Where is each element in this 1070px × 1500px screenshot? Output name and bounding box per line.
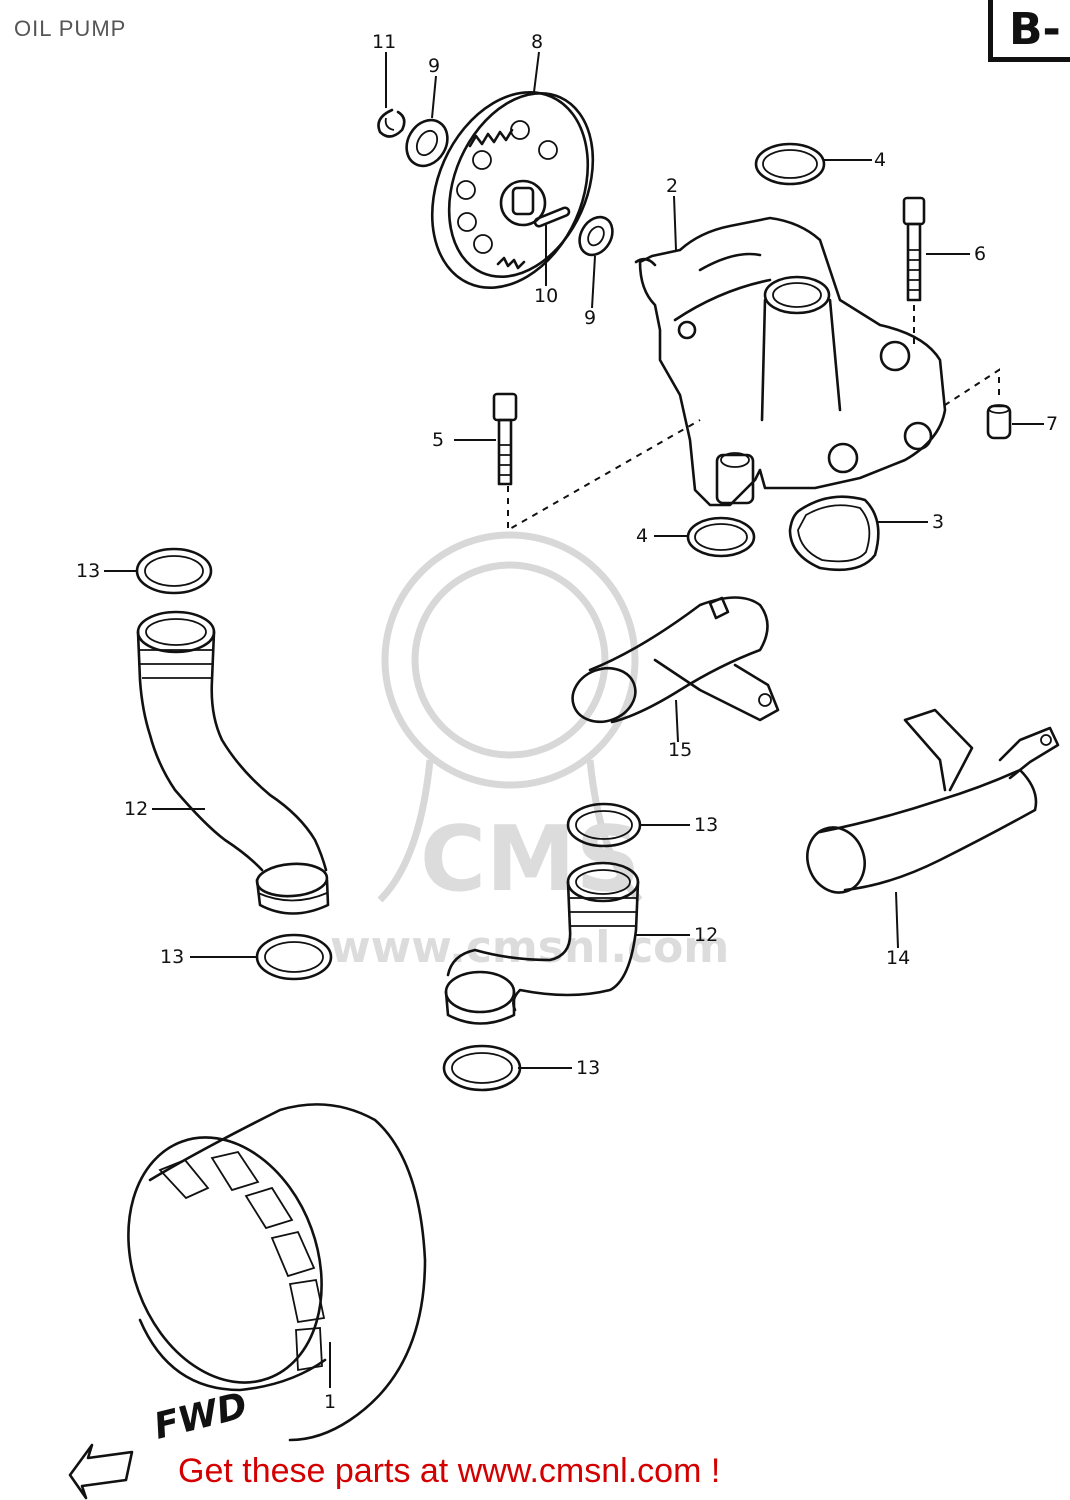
callout-10: 10 [534, 285, 558, 307]
callout-5: 5 [432, 429, 444, 451]
callout-13-a: 13 [76, 560, 100, 582]
oil-pump-gear-part [430, 91, 595, 289]
gasket-part [788, 495, 880, 572]
washer-lower-part [578, 215, 614, 257]
dowel-part [944, 368, 1012, 440]
section-code: B- [1009, 4, 1061, 55]
o-ring-bottom-part [442, 1044, 522, 1092]
oil-hose-centre-part [444, 861, 640, 1025]
circlip-part [377, 108, 406, 138]
oil-pipe-14-part [806, 708, 1060, 894]
bolt-pump-part [902, 196, 926, 345]
callout-8: 8 [531, 31, 543, 53]
o-ring-left-lower-part [255, 933, 333, 981]
watermark-url: www.cmsnl.com [330, 922, 729, 973]
callout-leaders [104, 51, 1044, 1388]
callout-9-upper: 9 [428, 55, 440, 77]
o-ring-upper-part [754, 142, 826, 186]
oil-filter-part [127, 1103, 427, 1442]
callout-4-lower: 4 [636, 525, 648, 547]
callout-13-c: 13 [160, 946, 184, 968]
callout-9-lower: 9 [584, 307, 596, 329]
oil-pipe-15-part [571, 596, 780, 724]
callout-1: 1 [324, 1391, 336, 1413]
pin-part [533, 206, 571, 228]
callout-6: 6 [974, 243, 986, 265]
callout-3: 3 [932, 511, 944, 533]
washer-upper-part [405, 118, 449, 168]
oil-hose-left-part [136, 610, 330, 915]
diagram-title: OIL PUMP [14, 16, 127, 41]
callout-2: 2 [666, 175, 678, 197]
callout-labels: 11 9 8 4 2 6 10 9 5 7 4 3 13 15 12 14 13… [76, 31, 1058, 1413]
callout-15: 15 [668, 739, 692, 761]
callout-12-a: 12 [124, 798, 148, 820]
fwd-arrow-icon [68, 1443, 134, 1500]
callout-4-upper: 4 [874, 149, 886, 171]
callout-11: 11 [372, 31, 396, 53]
callout-7: 7 [1046, 413, 1058, 435]
watermark-logo: CMS www.cmsnl.com [330, 531, 729, 973]
oil-pump-body-part [634, 216, 947, 507]
o-ring-top-left-part [135, 547, 213, 595]
o-ring-lower-part [686, 516, 756, 558]
callout-13-b: 13 [694, 814, 718, 836]
callout-13-d: 13 [576, 1057, 600, 1079]
footer-link-text[interactable]: Get these parts at www.cmsnl.com ! [178, 1452, 721, 1490]
callout-12-b: 12 [694, 924, 718, 946]
bolt-part [492, 392, 701, 532]
callout-14: 14 [886, 947, 910, 969]
section-code-box: B- [988, 0, 1070, 62]
watermark-logo-text: CMS [420, 807, 640, 912]
